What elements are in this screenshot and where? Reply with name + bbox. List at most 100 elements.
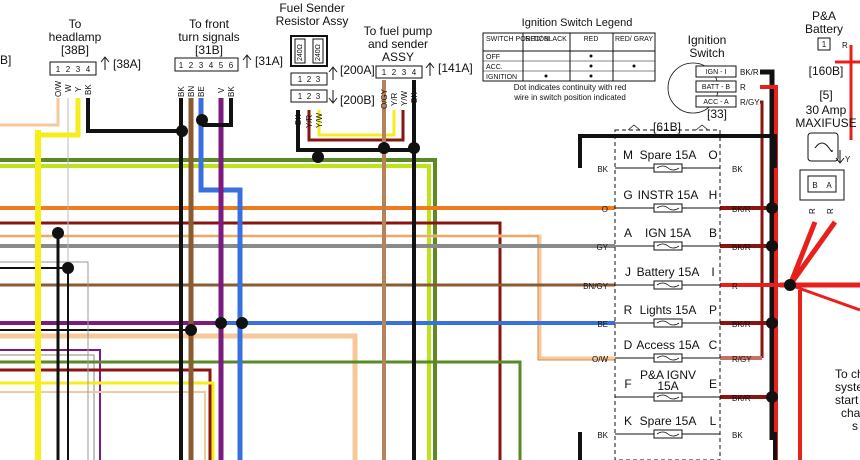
legend-row: IGNITION bbox=[486, 74, 517, 81]
legend-header: RED/ BLACK bbox=[525, 36, 567, 43]
wire-r-diag2 bbox=[789, 283, 860, 312]
legend-header: SWITCH POSITION bbox=[486, 36, 549, 43]
fuse-element-icon bbox=[656, 320, 680, 326]
wire-rgy-bus bbox=[760, 100, 764, 358]
fuse-right-wire: R bbox=[732, 282, 738, 291]
fuse-name: IGN 15A bbox=[645, 226, 691, 240]
turn-pin: 3 bbox=[199, 61, 204, 70]
ign-pin-box bbox=[695, 95, 737, 108]
fuse-element-icon bbox=[656, 282, 680, 288]
starter-note: To ch syste start cha s bbox=[835, 367, 860, 433]
fuse-block-frame bbox=[614, 129, 721, 460]
fuel-sender-wire-label: Y/R bbox=[305, 114, 314, 128]
legend-table bbox=[482, 32, 656, 82]
maxifuse-label-line2: MAXIFUSE bbox=[795, 116, 856, 130]
splice-dot bbox=[784, 279, 796, 291]
fuel-sender-group: Fuel Sender Resistor Assy 240Ω 240Ω 1 2 … bbox=[276, 1, 375, 128]
ign-pin: BATT - B bbox=[702, 84, 730, 91]
turn-label-line2: turn signals bbox=[178, 30, 239, 44]
fuse-right-pin: H bbox=[709, 188, 718, 202]
fuel-sender-pin: 3 bbox=[316, 92, 321, 101]
fuse-element-icon bbox=[656, 431, 680, 437]
starter-note-line: To ch bbox=[835, 367, 860, 381]
fuse-right-wire: R/GY bbox=[732, 355, 752, 364]
turn-ref: [31B] bbox=[195, 43, 223, 57]
fuse-right-wire: BK/R bbox=[732, 394, 751, 403]
turn-pin: 4 bbox=[209, 61, 214, 70]
fuel-pump-label-line1: To fuel pump bbox=[364, 24, 433, 38]
wire-tan-mid-edge bbox=[0, 235, 615, 361]
fuse-right-pin: I bbox=[711, 265, 714, 279]
turn-arrow-icon bbox=[242, 54, 252, 68]
legend-dot bbox=[632, 64, 636, 68]
fuse-right-wire: BK/R bbox=[732, 205, 751, 214]
wire-fuse-stub bbox=[720, 206, 772, 399]
maxifuse-label-line1: 30 Amp bbox=[806, 103, 847, 117]
headlamp-wire-label: W bbox=[64, 84, 73, 92]
fuse-left-pin: D bbox=[624, 338, 633, 352]
ignition-switch: Ignition Switch IGN - I BATT - B ACC - A… bbox=[667, 33, 760, 121]
splice-dot bbox=[766, 240, 778, 252]
starter-note-line: cha bbox=[841, 406, 860, 420]
wire-green-low bbox=[0, 360, 522, 460]
fuse-right-wire: BK bbox=[732, 165, 743, 174]
fuel-pump-wire-label: BK bbox=[410, 92, 419, 103]
splice-dot bbox=[766, 202, 778, 214]
headlamp-wire-label: Y bbox=[74, 86, 83, 92]
fuel-pump-wire-label: Y/R bbox=[390, 92, 399, 106]
legend-row: ACC. bbox=[486, 64, 503, 71]
turn-wire-label: BK bbox=[177, 86, 186, 97]
wire-yellow-low bbox=[0, 381, 215, 460]
splice-dots bbox=[52, 114, 796, 403]
fuel-pump-wire-label: O/GY bbox=[380, 88, 389, 109]
splice-dot bbox=[378, 142, 390, 154]
maxifuse-body bbox=[807, 132, 839, 162]
pa-battery-label-line2: Battery bbox=[805, 22, 843, 36]
fuel-sender-wire-label: BK bbox=[294, 114, 303, 125]
headlamp-wire-label: BK bbox=[84, 84, 93, 95]
fuse-left-pin: F bbox=[624, 377, 631, 391]
resistor bbox=[294, 38, 306, 64]
resistor-value: 240Ω bbox=[315, 44, 322, 61]
wire-headlamp-bk bbox=[86, 98, 185, 133]
splice-dot bbox=[408, 142, 420, 154]
fuel-pump-wire-label: Y/W bbox=[400, 90, 409, 106]
fuel-pump-connector bbox=[375, 65, 423, 79]
maxifuse-wire: R bbox=[808, 208, 817, 214]
wire-fs-yr bbox=[307, 110, 405, 142]
wire-tan-low bbox=[0, 333, 358, 460]
fuel-sender-pin: 2 bbox=[307, 75, 312, 84]
splice-dot bbox=[185, 324, 197, 336]
legend-row: OFF bbox=[486, 54, 500, 61]
fs-arrow-up-icon bbox=[328, 66, 338, 80]
fuse-element-icon bbox=[656, 165, 680, 171]
pa-pin-box bbox=[817, 37, 831, 51]
fuse-bracket-top bbox=[578, 134, 777, 168]
maxifuse-y-label: Y bbox=[845, 155, 851, 164]
fuse-right-pin: L bbox=[710, 414, 717, 428]
ign-ref: [33] bbox=[707, 107, 727, 121]
fuel-pump-group: To fuel pump and sender ASSY 1 2 3 4 [14… bbox=[364, 24, 473, 109]
fuse-element-icon bbox=[656, 243, 680, 249]
headlamp-pin: 3 bbox=[76, 65, 81, 74]
turn-wire-label: BE bbox=[197, 86, 206, 97]
legend-note: Dot indicates continuity with red bbox=[514, 83, 627, 92]
fuse-left-wire: BN/GY bbox=[583, 282, 609, 291]
turn-signal-group: To front turn signals [31B] 1 2 3 4 5 6 … bbox=[174, 17, 283, 97]
fuel-pump-pin: 1 bbox=[382, 68, 387, 77]
maxifuse-pin: B bbox=[812, 181, 817, 190]
fuse-symbol-icon bbox=[814, 142, 833, 153]
wire-turn-bk2 bbox=[202, 98, 233, 127]
resistor bbox=[312, 38, 324, 64]
ign-pin-box bbox=[695, 65, 737, 78]
ign-switch-label-line1: Ignition bbox=[688, 33, 727, 47]
fuse-right-pin: B bbox=[709, 226, 717, 240]
starter-note-line: start bbox=[835, 393, 859, 407]
wire-tan-mid bbox=[0, 234, 615, 360]
fuse-name: Battery 15A bbox=[637, 265, 700, 279]
fuse-right-wire: BK/R bbox=[732, 320, 751, 329]
